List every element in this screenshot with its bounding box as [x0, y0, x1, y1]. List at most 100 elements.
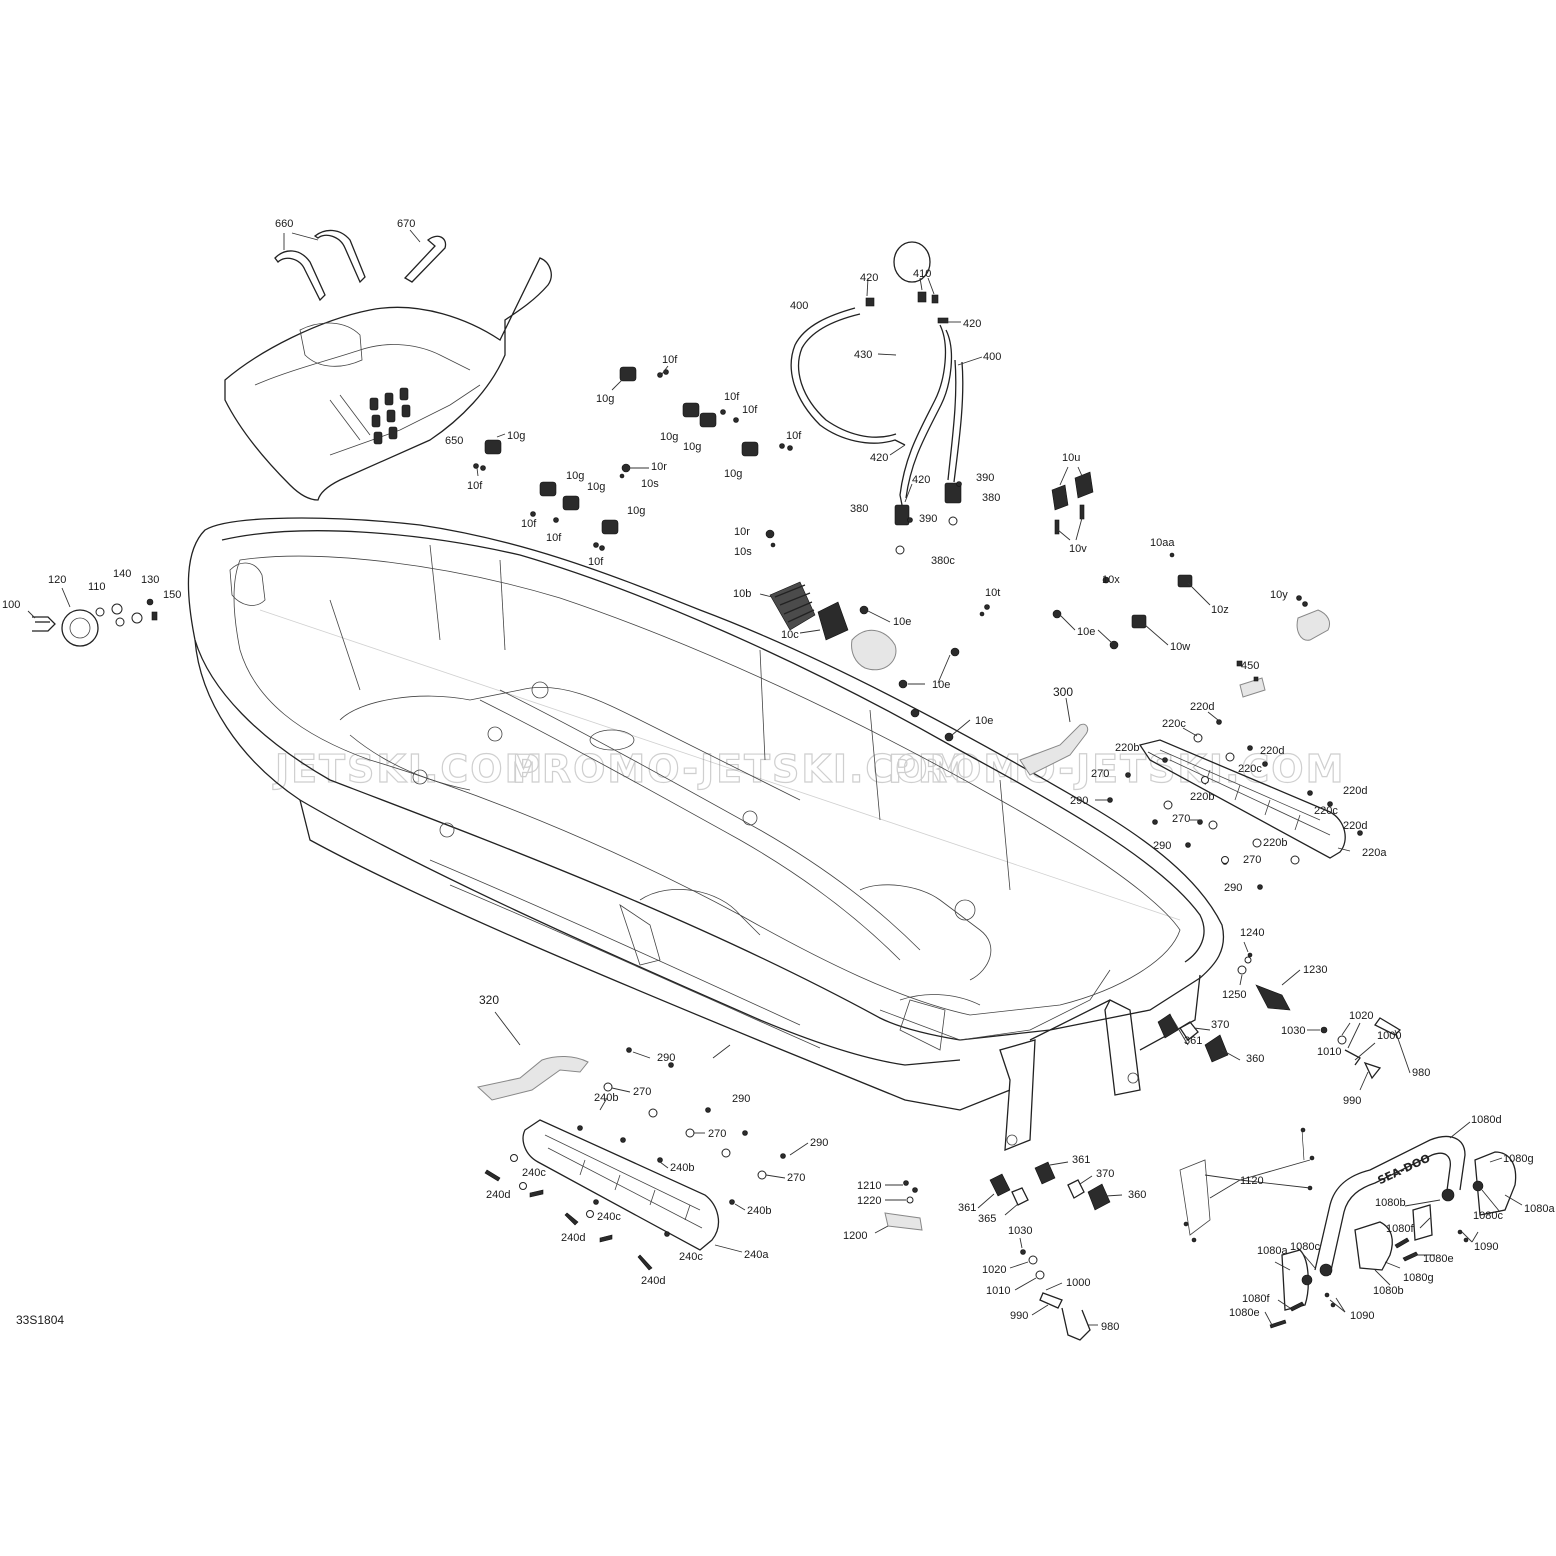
callout-1000-b: 1000 [1066, 1277, 1090, 1289]
callout-420-d: 420 [912, 474, 930, 486]
callout-360-a: 360 [1246, 1053, 1264, 1065]
bailer-fittings [977, 1013, 1241, 1216]
bracket-300 [1019, 697, 1089, 776]
callout-10e-c: 10e [932, 679, 950, 691]
callout-420-b: 420 [963, 318, 981, 330]
callout-10u: 10u [1062, 452, 1080, 464]
callout-10r-b: 10r [734, 526, 750, 538]
tow-hook-assembly-upper [1307, 1017, 1411, 1091]
callout-220c-b: 220c [1238, 763, 1262, 775]
callout-220b-a: 220b [1115, 742, 1139, 754]
callout-10f-e: 10f [467, 480, 483, 492]
callout-130: 130 [141, 574, 159, 586]
callout-1080g-a: 1080g [1503, 1153, 1534, 1165]
nut-hardware-10e [867, 552, 1331, 742]
vent-hose-assembly [790, 241, 983, 555]
diagram-reference-code: 33S1804 [16, 1313, 65, 1327]
callout-240b-a: 240b [594, 1092, 618, 1104]
callout-1000-a: 1000 [1377, 1030, 1401, 1042]
callout-1080g-b: 1080g [1403, 1272, 1434, 1284]
callout-990-a: 990 [1343, 1095, 1361, 1107]
callout-400-a: 400 [790, 300, 808, 312]
bow-eye-assembly [27, 587, 158, 647]
callout-360-b: 360 [1128, 1189, 1146, 1201]
callout-220d-d: 220d [1343, 820, 1367, 832]
callout-10f-h: 10f [588, 556, 604, 568]
callout-100: 100 [2, 599, 20, 611]
callout-10y: 10y [1270, 589, 1288, 601]
callout-10g-c: 10g [683, 441, 701, 453]
callout-1010-b: 1010 [986, 1285, 1010, 1297]
intake-boot-10b-10c [759, 581, 897, 671]
callout-10aa: 10aa [1150, 537, 1175, 549]
callout-10f-b: 10f [724, 391, 740, 403]
callout-10b: 10b [733, 588, 751, 600]
callout-240d-c: 240d [641, 1275, 665, 1287]
callout-10g-b: 10g [660, 431, 678, 443]
sponson-right-220a [1095, 711, 1363, 890]
callout-10g-a: 10g [596, 393, 614, 405]
callout-240c-b: 240c [597, 1211, 621, 1223]
callout-400-b: 400 [983, 351, 1001, 363]
callout-270-f: 270 [787, 1172, 805, 1184]
callout-10g-g: 10g [587, 481, 605, 493]
callout-1220: 1220 [857, 1195, 881, 1207]
callout-10c: 10c [781, 629, 799, 641]
callout-1210: 1210 [857, 1180, 881, 1192]
callout-1020-a: 1020 [1349, 1010, 1373, 1022]
callout-300: 300 [1053, 685, 1073, 699]
callout-10z: 10z [1211, 604, 1229, 616]
storage-bin-650 [224, 257, 552, 501]
callout-10g-e: 10g [507, 430, 525, 442]
callout-290-f: 290 [810, 1137, 828, 1149]
bracket-320 [476, 1011, 589, 1101]
callout-1020-b: 1020 [982, 1264, 1006, 1276]
callout-1030-b: 1030 [1008, 1225, 1032, 1237]
callout-370-a: 370 [1211, 1019, 1229, 1031]
callout-220a: 220a [1362, 847, 1387, 859]
callout-10g-h: 10g [627, 505, 645, 517]
callout-labels: 660 670 650 100 120 110 140 130 150 10g … [2, 218, 1555, 1333]
callout-361-c: 361 [958, 1202, 976, 1214]
callout-240b-c: 240b [747, 1205, 771, 1217]
brackets-10u-10v [1051, 466, 1094, 541]
callout-1120: 1120 [1240, 1175, 1264, 1187]
callout-370-b: 370 [1096, 1168, 1114, 1180]
callout-1080b-b: 1080b [1373, 1285, 1404, 1297]
watermark-3: PROMO-JETSKI.COM [888, 747, 1345, 791]
callout-1080f-b: 1080f [1242, 1293, 1270, 1305]
callout-1250: 1250 [1222, 989, 1246, 1001]
scupper-1200 [874, 1180, 923, 1234]
callout-1080a-a: 1080a [1524, 1203, 1555, 1215]
callout-220b-b: 220b [1190, 791, 1214, 803]
callout-290-d: 290 [657, 1052, 675, 1064]
callout-390-b: 390 [919, 513, 937, 525]
callout-650: 650 [445, 435, 463, 447]
callout-10x: 10x [1102, 574, 1120, 586]
callout-270-e: 270 [708, 1128, 726, 1140]
callout-1090-b: 1090 [1350, 1310, 1374, 1322]
callout-220d-c: 220d [1343, 785, 1367, 797]
callout-220b-c: 220b [1263, 837, 1287, 849]
callout-10w: 10w [1170, 641, 1190, 653]
callout-270-b: 270 [1172, 813, 1190, 825]
callout-390-a: 390 [976, 472, 994, 484]
callout-361-b: 361 [1072, 1154, 1090, 1166]
callout-240c-c: 240c [679, 1251, 703, 1263]
callout-290-e: 290 [732, 1093, 750, 1105]
callout-10r-a: 10r [651, 461, 667, 473]
callout-10f-g: 10f [546, 532, 562, 544]
callout-1080e-a: 1080e [1423, 1253, 1454, 1265]
callout-150: 150 [163, 589, 181, 601]
callout-110: 110 [88, 581, 106, 593]
callout-450: 450 [1241, 660, 1259, 672]
watermark-1: JETSKI.COM [272, 747, 544, 791]
callout-380-a: 380 [982, 492, 1000, 504]
straps-660-670 [274, 229, 447, 302]
callout-10g-f: 10g [566, 470, 584, 482]
callout-1080b-a: 1080b [1375, 1197, 1406, 1209]
callout-1080e-b: 1080e [1229, 1307, 1260, 1319]
callout-270-c: 270 [1243, 854, 1261, 866]
